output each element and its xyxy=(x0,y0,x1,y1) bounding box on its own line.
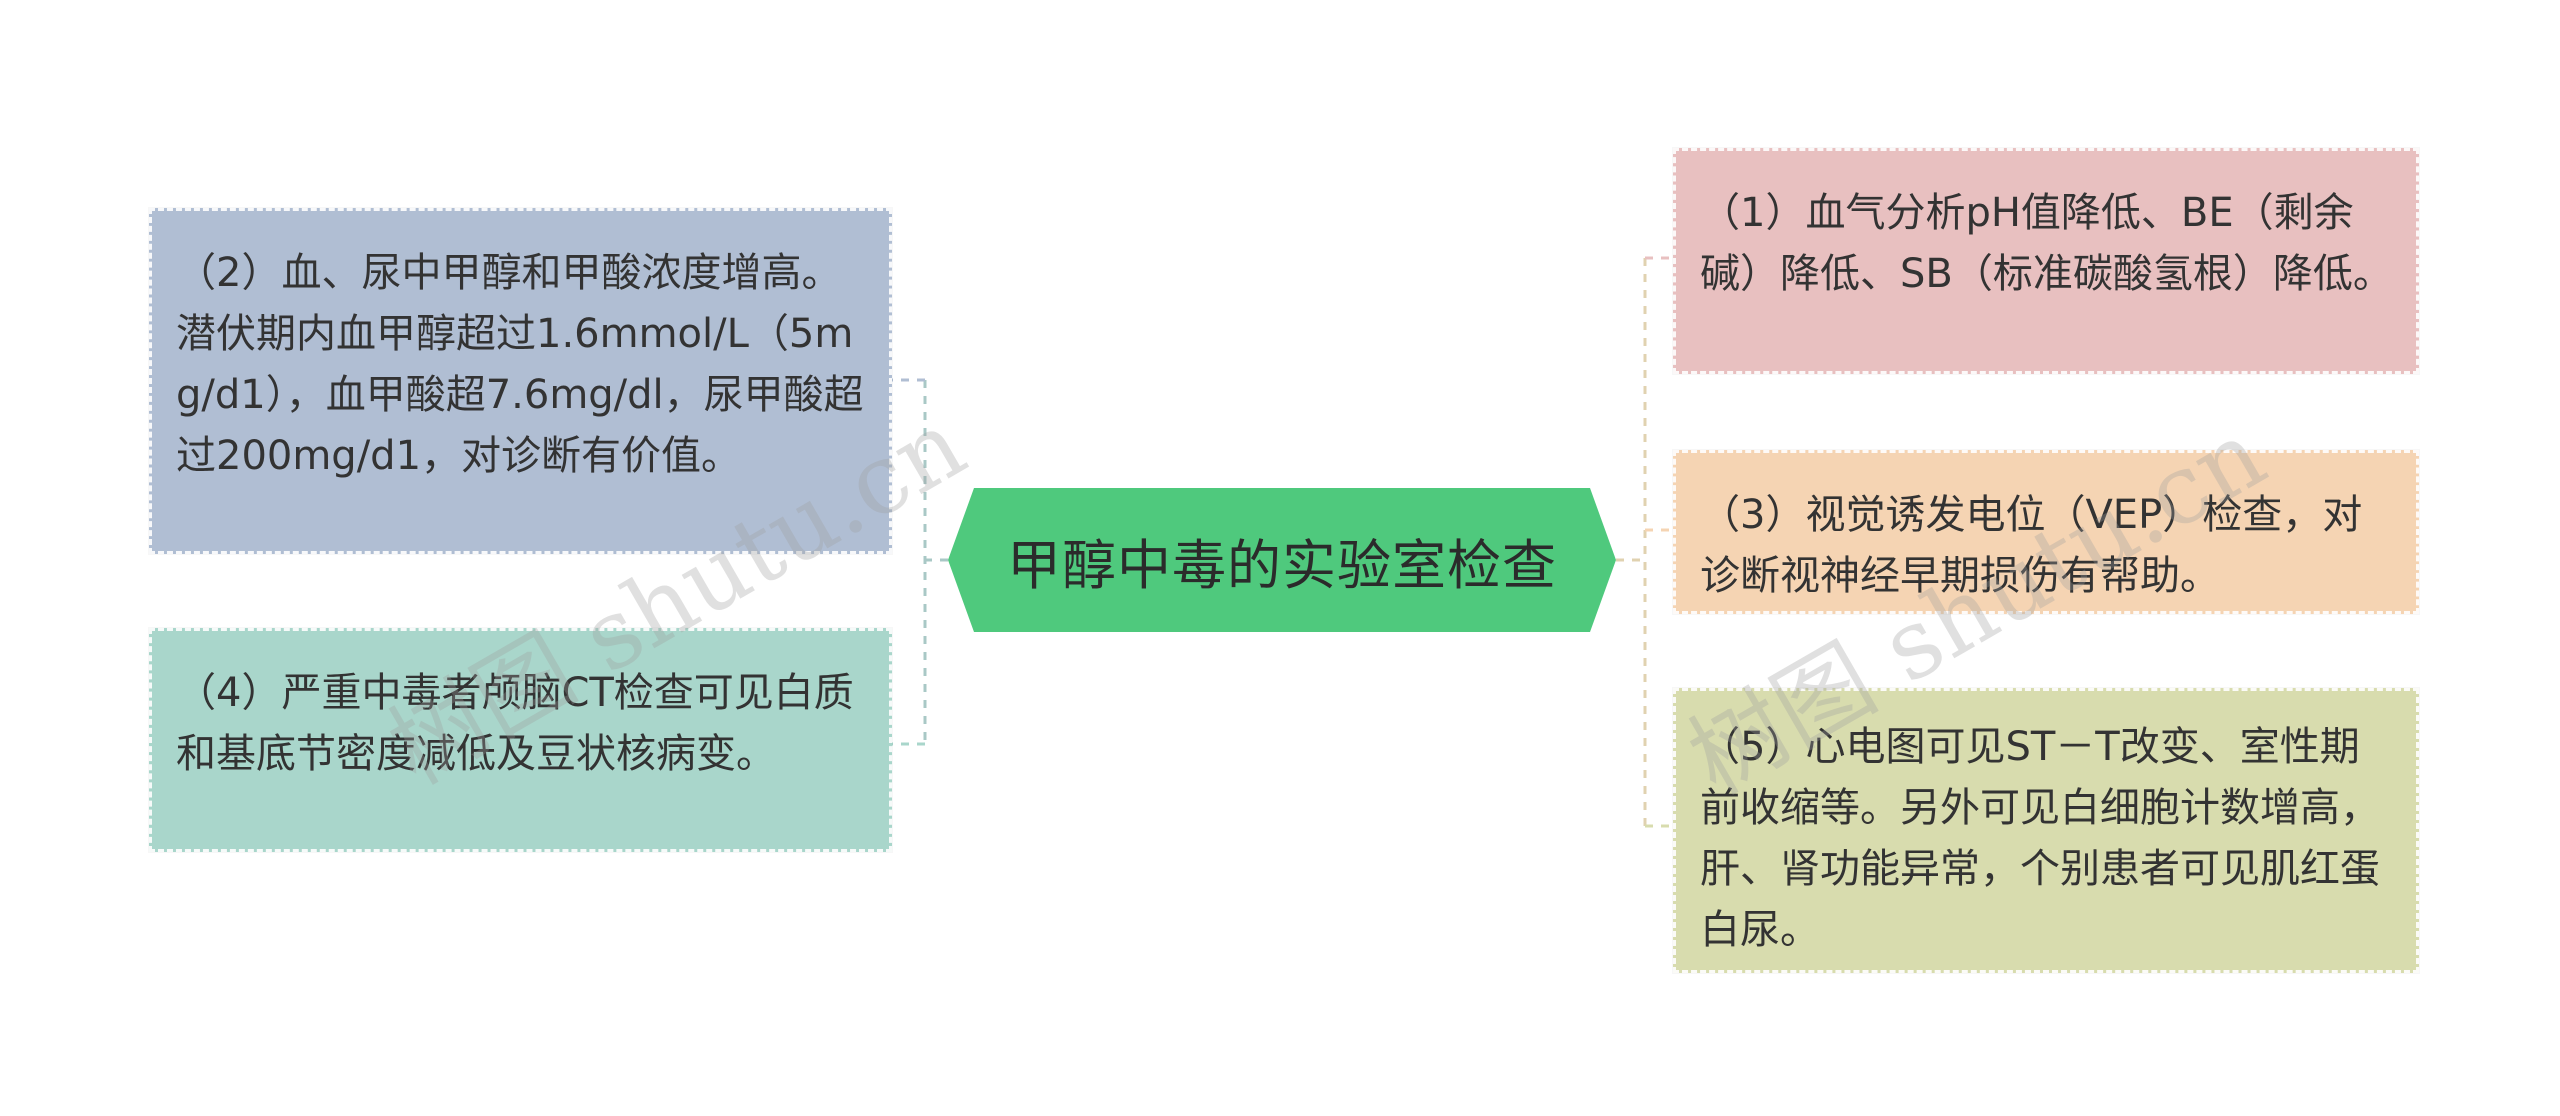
connector-right-trunk xyxy=(1616,258,1647,826)
central-topic-shape xyxy=(948,488,1616,632)
central-topic[interactable]: 甲醇中毒的实验室检查 xyxy=(948,488,1616,632)
topic-node-4[interactable]: （4）严重中毒者颅脑CT检查可见白质和基底节密度减低及豆状核病变。 xyxy=(149,628,892,852)
central-topic-label: 甲醇中毒的实验室检查 xyxy=(1007,533,1557,597)
topic-node-1[interactable]: （1）血气分析pH值降低、BE（剩余碱）降低、SB（标准碳酸氢根）降低。 xyxy=(1673,148,2419,374)
topic-node-3[interactable]: （3）视觉诱发电位（VEP）检查，对诊断视神经早期损伤有帮助。 xyxy=(1673,450,2419,614)
topic-node-2[interactable]: （2）血、尿中甲醇和甲酸浓度增高。潜伏期内血甲醇超过1.6mmol/L（5mg/… xyxy=(149,208,892,554)
connector-left-trunk xyxy=(923,380,948,744)
topic-node-5[interactable]: （5）心电图可见ST－T改变、室性期前收缩等。另外可见白细胞计数增高，肝、肾功能… xyxy=(1673,688,2419,973)
